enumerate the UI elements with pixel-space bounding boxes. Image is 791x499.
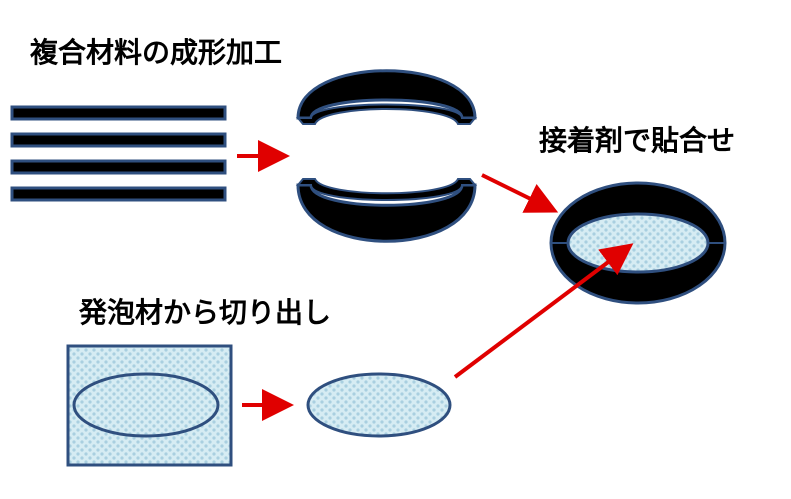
foam-cut-outline [72, 372, 220, 438]
ply-3 [10, 159, 227, 175]
label-bond-with-adhesive: 接着剤で貼合せ [539, 124, 736, 157]
formed-half-bottom [295, 178, 478, 243]
assembled-foam-core [566, 212, 710, 274]
foam-core [306, 372, 452, 438]
ply-4 [10, 186, 227, 202]
composite-plies [10, 105, 227, 202]
arrow-halves-to-assembly [481, 173, 559, 213]
ply-2 [10, 132, 227, 148]
ply-1 [10, 105, 227, 121]
arrow-core-to-assembly [453, 243, 634, 379]
label-cut-from-foam: 発泡材から切り出し [79, 296, 332, 329]
foam-block [66, 344, 233, 467]
label-composite-forming: 複合材料の成形加工 [30, 36, 283, 69]
formed-half-top [295, 69, 478, 125]
